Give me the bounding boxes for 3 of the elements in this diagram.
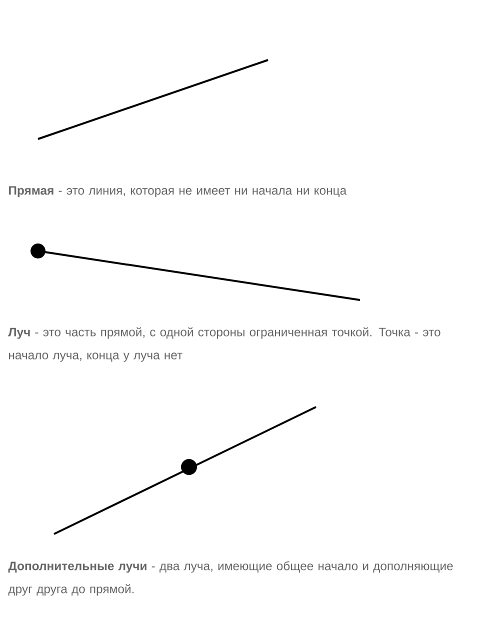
definition-text: Прямая - это линия, которая не имеет ни начала ни конца bbox=[9, 186, 347, 198]
definition-text: Луч - это часть прямой, с одной стороны ограниченная точкой. Точка - это начало луча, конца у луча нет bbox=[8, 327, 440, 362]
definition-text: Дополнительные лучи - два луча, имеющие общее начало и дополняющие друг друга до прямой. bbox=[8, 561, 453, 596]
